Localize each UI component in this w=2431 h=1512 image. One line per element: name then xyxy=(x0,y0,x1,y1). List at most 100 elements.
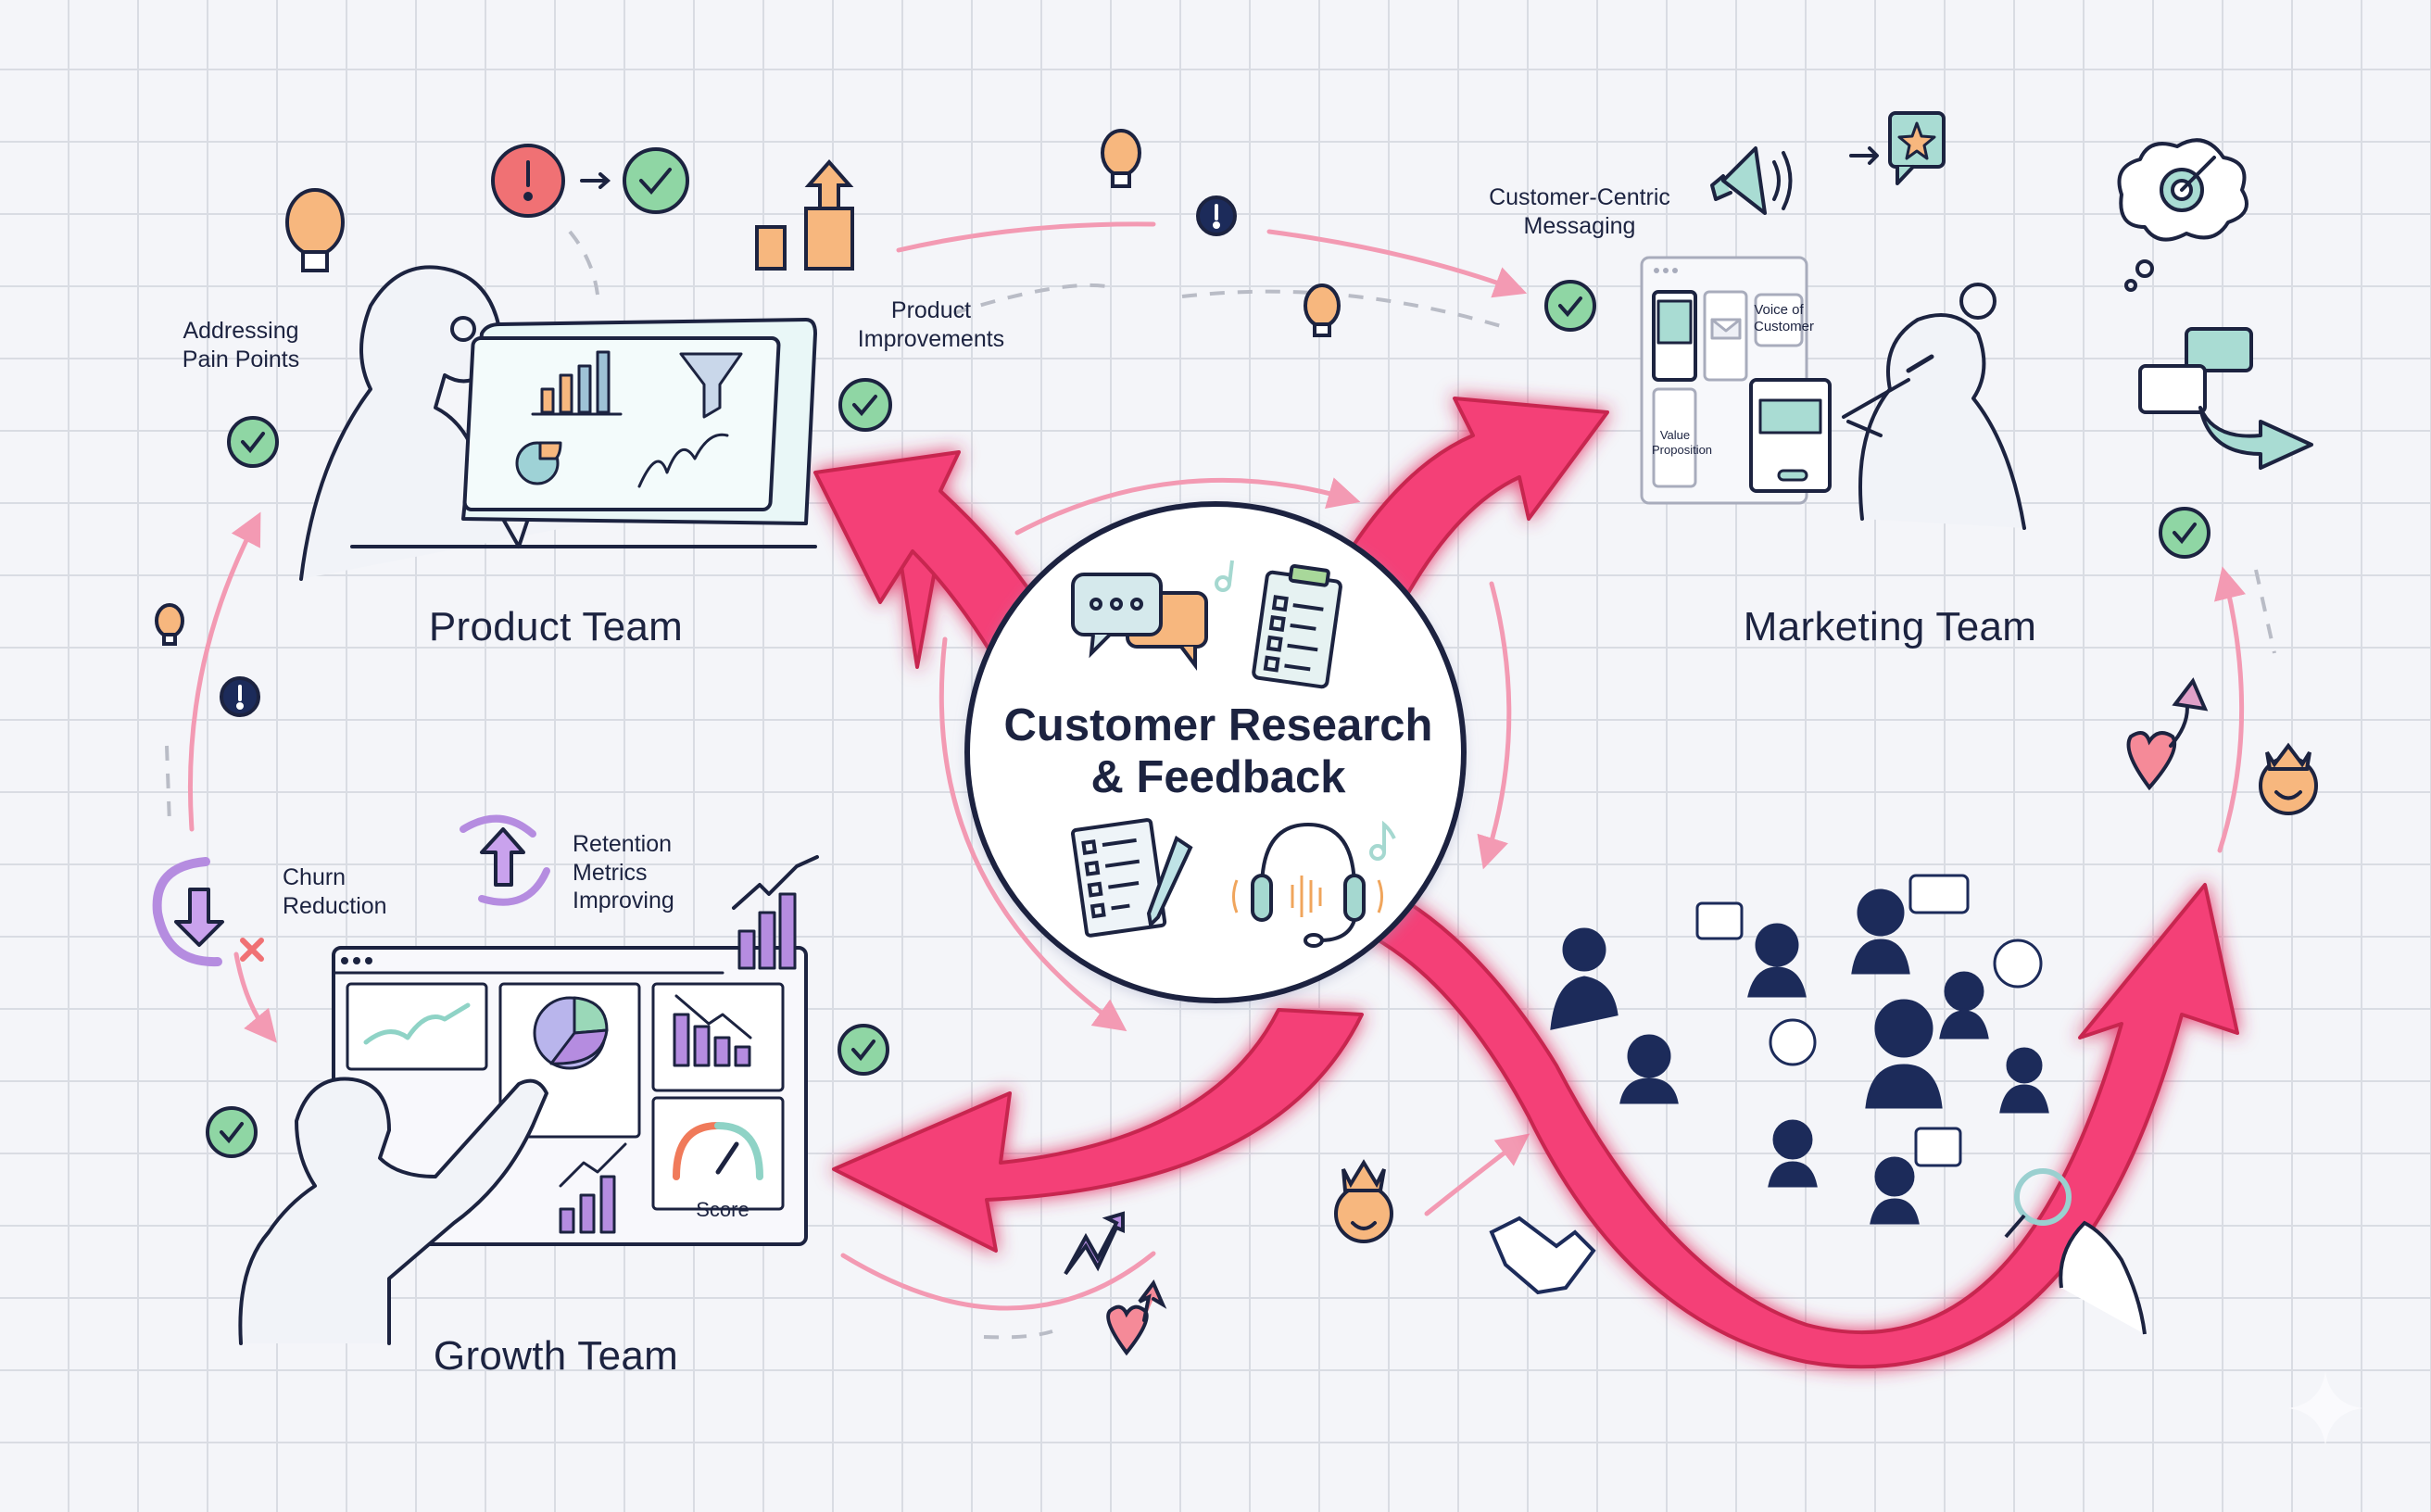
flow-arrow-right xyxy=(2213,566,2246,853)
person-growth xyxy=(238,1077,548,1345)
big-arrow-to-customers xyxy=(1360,883,2239,1369)
comment-bubble-icon xyxy=(1695,901,1744,940)
clipboard-checklist-icon xyxy=(1252,563,1342,689)
customer-avatar xyxy=(1999,1047,2049,1114)
customer-avatar xyxy=(1550,927,1619,1030)
churn-reduction-icon xyxy=(152,857,264,967)
customers-illustration xyxy=(1489,874,2147,1335)
customer-avatar xyxy=(1768,1119,1818,1188)
check-circle-icon xyxy=(227,416,279,468)
voice-card xyxy=(1754,293,1804,347)
person-product xyxy=(299,265,613,581)
flow-arrow-top-left xyxy=(896,221,1156,253)
pen-icon xyxy=(1906,354,1934,373)
annotation-addressing-pain-points: Addressing Pain Points xyxy=(182,318,300,372)
retention-cycle-icon xyxy=(460,814,550,906)
check-circle-icon xyxy=(1544,280,1596,332)
lightbulb-icon xyxy=(1304,284,1341,337)
team-label-marketing: Marketing Team xyxy=(1743,604,2037,649)
check-circle-icon xyxy=(2159,507,2211,559)
annotation-retention-metrics: Retention Metrics Improving xyxy=(573,831,674,914)
scattered-icons xyxy=(155,129,2318,1356)
flow-arrow-left-down xyxy=(233,951,277,1043)
check-circle-icon xyxy=(623,147,689,214)
product-bar-chart-icon xyxy=(531,350,623,416)
center-hub xyxy=(964,501,1467,1003)
score-gauge-icon xyxy=(673,1122,763,1180)
thumbs-up-bubble-icon xyxy=(1769,1018,1817,1066)
flow-arrow-bottom-right xyxy=(1424,1133,1530,1216)
center-title: Customer Research & Feedback xyxy=(964,699,1473,804)
flow-arrows xyxy=(187,221,2246,1311)
dashboard-score-label: Score xyxy=(696,1198,749,1221)
crown-smiley-icon xyxy=(1334,1159,1393,1243)
line-chart-icon xyxy=(637,433,729,488)
arrow-right-small-icon xyxy=(580,172,611,189)
team-label-product: Product Team xyxy=(428,604,684,649)
customer-avatar xyxy=(1870,1156,1920,1225)
flow-arrow-top-right xyxy=(1266,229,1528,298)
big-arrow-to-growth xyxy=(832,1008,1364,1253)
customer-avatar xyxy=(1865,999,1943,1109)
lightbulb-icon xyxy=(155,603,184,646)
check-circle-icon xyxy=(838,378,892,432)
annotation-product-improvements: Product Improvements xyxy=(857,297,1005,352)
customer-avatar xyxy=(1939,971,1989,1040)
alert-bubble-icon xyxy=(1196,195,1237,236)
top-bar-chart-icon xyxy=(732,855,819,970)
magnifier-icon xyxy=(2004,1168,2147,1335)
survey-form-icon xyxy=(1070,818,1193,938)
value-card xyxy=(1652,387,1697,488)
customer-avatar xyxy=(1747,923,1807,998)
thumbs-up-bubble-icon xyxy=(1993,939,2043,989)
rising-bar-chart-icon xyxy=(559,1142,627,1234)
center-title-line1: Customer Research xyxy=(1003,700,1433,750)
marketing-team-illustration xyxy=(1640,111,2313,530)
sparkle-icon xyxy=(2288,1371,2362,1445)
trend-arrow-icon xyxy=(1064,1211,1125,1276)
crown-smiley-icon xyxy=(2259,742,2318,815)
heart-up-icon xyxy=(1106,1279,1167,1356)
flow-arrow-bottom xyxy=(840,1251,1156,1311)
center-title-line2: & Feedback xyxy=(1090,752,1346,803)
flow-arrow-center-right xyxy=(1477,581,1512,870)
card-value-proposition: Value Proposition xyxy=(1652,428,1713,457)
flow-arrow-left xyxy=(187,511,261,832)
headset-icon xyxy=(1232,822,1383,948)
pie-chart-icon xyxy=(515,441,562,485)
annotation-customer-centric-messaging: Customer-Centric Messaging xyxy=(1489,184,1670,239)
check-circle-icon xyxy=(838,1024,889,1076)
customer-avatar xyxy=(1851,888,1910,975)
product-team-illustration xyxy=(299,265,817,581)
dashed-paths xyxy=(165,230,2276,1340)
share-arrow-icon xyxy=(2198,406,2313,470)
arrow-right-small-icon xyxy=(1849,146,1879,165)
flow-arrow-center-top xyxy=(1014,477,1361,536)
handshake-icon xyxy=(1489,1216,1596,1295)
growth-team-illustration xyxy=(152,814,819,1345)
heart-up-icon xyxy=(2126,677,2209,791)
lightbulb-icon xyxy=(285,188,345,272)
flow-arrow-center-left xyxy=(938,636,1127,1032)
thumbs-up-bubble-icon xyxy=(1914,1127,1962,1167)
alert-circle-icon xyxy=(491,144,565,218)
funnel-icon xyxy=(679,352,743,419)
team-label-growth: Growth Team xyxy=(433,1333,679,1379)
customer-avatar xyxy=(1619,1034,1679,1104)
megaphone-icon xyxy=(1710,146,1767,215)
growth-steps-icon xyxy=(755,158,854,271)
growth-pie-chart-icon xyxy=(533,996,609,1070)
growth-line-chart-icon xyxy=(363,1002,471,1045)
annotation-churn-reduction: Churn Reduction xyxy=(283,864,387,919)
card-voice-of-customer: Voice of Customer xyxy=(1754,302,1815,335)
person-marketing xyxy=(1858,313,2026,530)
chat-bubbles-icon xyxy=(1071,573,1208,671)
ellipsis-bubble-icon xyxy=(1908,874,1970,914)
check-circle-icon xyxy=(206,1106,258,1158)
chat-bubbles-teal-icon xyxy=(2185,327,2253,372)
declining-bar-chart-icon xyxy=(673,994,752,1067)
music-note-icons xyxy=(1215,560,1396,861)
alert-bubble-icon xyxy=(220,676,260,717)
